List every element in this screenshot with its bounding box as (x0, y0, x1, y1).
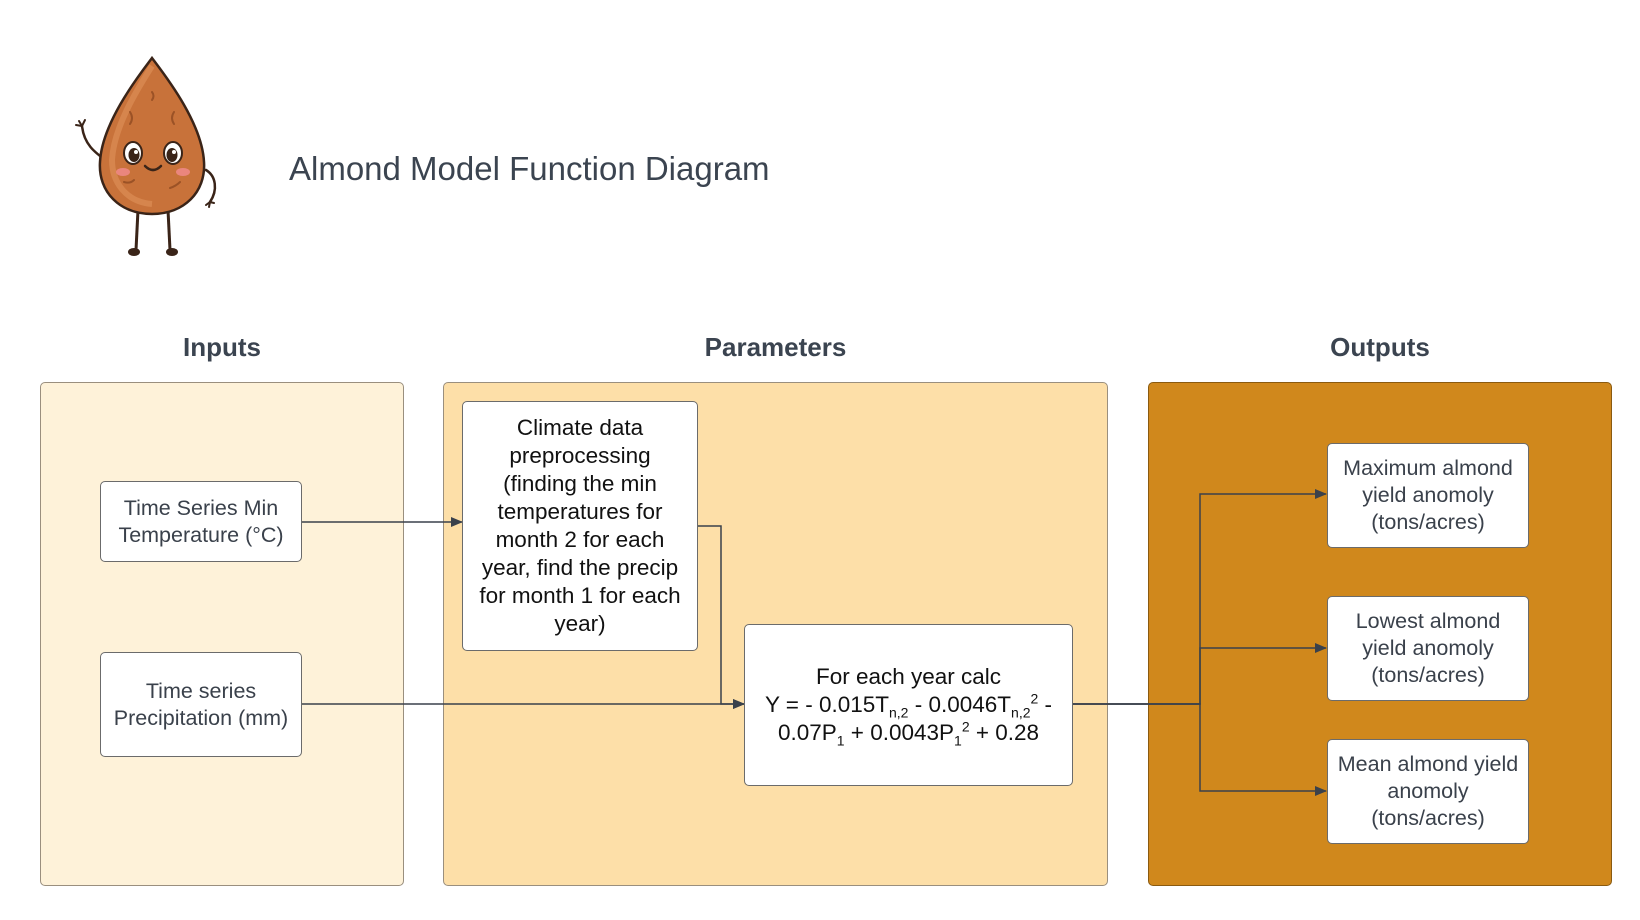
parameters-heading: Parameters (704, 332, 847, 362)
inputs-panel (40, 382, 404, 886)
output-max-yield: Maximum almond yield anomoly (tons/acres… (1327, 443, 1529, 548)
preprocessing-box: Climate data preprocessing (finding the … (462, 401, 698, 651)
page-title: Almond Model Function Diagram (289, 150, 770, 187)
output-lowest-yield: Lowest almond yield anomoly (tons/acres) (1327, 596, 1529, 701)
input-precipitation: Time series Precipitation (mm) (100, 652, 302, 757)
yield-formula-box: For each year calc Y = - 0.015Tn,2 - 0.0… (744, 624, 1073, 786)
inputs-heading: Inputs (183, 332, 261, 362)
formula-line-1: Y = - 0.015Tn,2 - 0.0046Tn,22 - (764, 690, 1053, 721)
calc-heading: For each year calc (815, 664, 1002, 689)
almond-mascot-icon (75, 55, 217, 256)
formula-line-2: 0.07P1 + 0.0043P12 + 0.28 (777, 718, 1040, 749)
input-min-temperature: Time Series Min Temperature (°C) (100, 481, 302, 562)
output-mean-yield: Mean almond yield anomoly (tons/acres) (1327, 739, 1529, 844)
outputs-heading: Outputs (1330, 332, 1430, 362)
